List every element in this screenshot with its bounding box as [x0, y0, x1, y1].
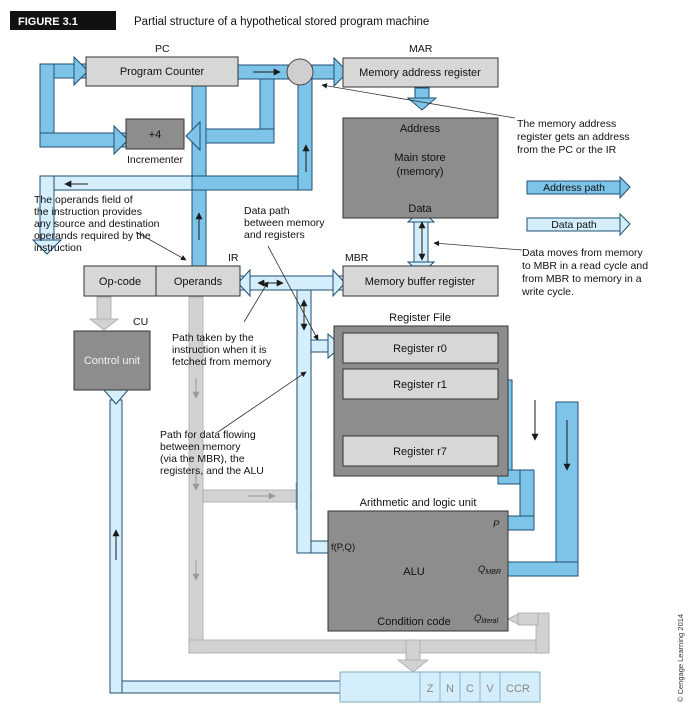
ccr-flag-v: V: [486, 683, 494, 695]
figure-header: FIGURE 3.1 Partial structure of a hypoth…: [10, 11, 429, 30]
register-boxes: [73, 56, 541, 703]
ccr-flag-z: Z: [427, 683, 434, 695]
operands-note: The operands field of the instruction pr…: [34, 194, 162, 254]
operands-label: Operands: [174, 276, 223, 288]
register-r7-label: Register r7: [393, 446, 447, 458]
mbr-tag: MBR: [345, 252, 369, 264]
address-path-ir-up-h: [191, 175, 301, 191]
mbr-label: Memory buffer register: [365, 276, 476, 288]
ccr-flag-n: N: [446, 683, 454, 695]
incrementer-box-label: +4: [149, 129, 162, 141]
condition-code-label: Condition code: [377, 616, 450, 628]
main-store-box: [342, 117, 499, 219]
ccr-label: CCR: [506, 683, 530, 695]
figure-number: FIGURE 3.1: [18, 16, 78, 28]
alu-note: Path for data flowing between memory (vi…: [160, 429, 264, 477]
address-path-inc-arrowhead: [113, 124, 129, 156]
register-r1-box: [342, 368, 499, 400]
alu-box: [327, 510, 509, 632]
address-path-pc-arrowhead: [73, 55, 89, 87]
incrementer-box: [125, 118, 185, 150]
mar-label: Memory address register: [359, 67, 481, 79]
control-unit-box: [73, 330, 151, 391]
register-r7-box: [342, 435, 499, 467]
address-path-right-down: [297, 78, 313, 191]
alu-label: ALU: [403, 566, 424, 578]
figure-number-badge: [10, 11, 116, 30]
legend: Address path Data path: [543, 182, 605, 231]
alu-f-label: f(P,Q): [331, 542, 355, 553]
control-path-ccr-drop: [405, 639, 421, 661]
mar-box: [342, 57, 499, 88]
control-path-flow-marks: [192, 378, 276, 581]
main-store-label: Main store: [394, 152, 445, 164]
copyright: © Cengage Learning 2014: [676, 614, 685, 702]
alu-q-mbr-label: QMBR: [478, 564, 501, 576]
mbr-box: [342, 265, 499, 297]
address-path-alu-q-in: [507, 561, 579, 577]
program-counter-label: Program Counter: [120, 66, 205, 78]
alu-title: Arithmetic and logic unit: [360, 497, 477, 509]
cu-tag: CU: [133, 316, 148, 328]
incrementer-label: Incrementer: [127, 154, 184, 166]
annotation-notes: The memory address register gets an addr…: [34, 118, 651, 477]
data-path-to-ccr: [109, 680, 341, 694]
flow-arrows: [64, 68, 571, 560]
address-label: Address: [400, 123, 441, 135]
figure-title: Partial structure of a hypothetical stor…: [134, 16, 429, 28]
address-multiplexer: [286, 58, 314, 86]
control-path-ccr-link: [535, 612, 550, 654]
control-path-ccr-arrowhead: [396, 659, 430, 673]
register-file-title: Register File: [389, 312, 451, 324]
operands-box: [155, 265, 241, 297]
legend-address-label: Address path: [543, 182, 605, 194]
ccr-flag-dividers: [419, 672, 501, 702]
register-r0-box: [342, 332, 499, 364]
address-path-inc-return-arrowhead: [185, 120, 201, 152]
annotation-pointers: [135, 83, 523, 433]
ir-tag: IR: [228, 252, 239, 264]
datapath-note: Data path between memory and registers: [244, 205, 327, 241]
ccr-flag-c: C: [466, 683, 474, 695]
data-path-cu-arrowhead: [102, 389, 130, 405]
data-path-ir-arrow-right: [332, 268, 346, 298]
control-unit-label: Control unit: [84, 355, 140, 367]
address-path-alu-p-in: [507, 515, 535, 531]
alu-p-label: P: [493, 519, 500, 530]
alu-q-literal-label: Qliteral: [474, 613, 499, 625]
memory-label: (memory): [396, 166, 443, 178]
legend-data-label: Data path: [551, 219, 597, 231]
mar-tag: MAR: [409, 43, 433, 55]
control-path-to-cu: [96, 296, 112, 322]
data-path-memory-mbr: [413, 217, 429, 267]
data-path-ir-mbr: [239, 275, 344, 291]
data-path-ir-arrow-left: [237, 268, 251, 298]
register-r0-label: Register r0: [393, 343, 447, 355]
data-label: Data: [408, 203, 432, 215]
control-path-bottom: [188, 639, 550, 654]
program-counter-box: [85, 56, 239, 87]
data-path-operands-arrowhead: [31, 239, 63, 255]
control-path-literal: [517, 612, 539, 626]
address-path-mar-arrowhead: [333, 56, 349, 88]
register-r1-label: Register r1: [393, 379, 447, 391]
data-path-to-alu: [310, 540, 329, 554]
address-path-pc-loop-bottom: [39, 132, 127, 148]
legend-data-arrowhead: [619, 212, 631, 237]
box-labels: PC Program Counter +4 Incrementer MAR Me…: [84, 43, 530, 695]
fetch-note: Path taken by the instruction when it is…: [172, 332, 272, 368]
address-path-inc-return-h: [195, 128, 275, 144]
mbr-note: Data moves from memory to MBR in a read …: [521, 247, 651, 298]
pc-tag: PC: [155, 43, 170, 55]
legend-address-arrowhead: [619, 175, 631, 200]
control-path-cu-arrowhead: [88, 318, 120, 331]
opcode-label: Op-code: [99, 276, 141, 288]
mar-note: The memory address register gets an addr…: [517, 118, 633, 156]
